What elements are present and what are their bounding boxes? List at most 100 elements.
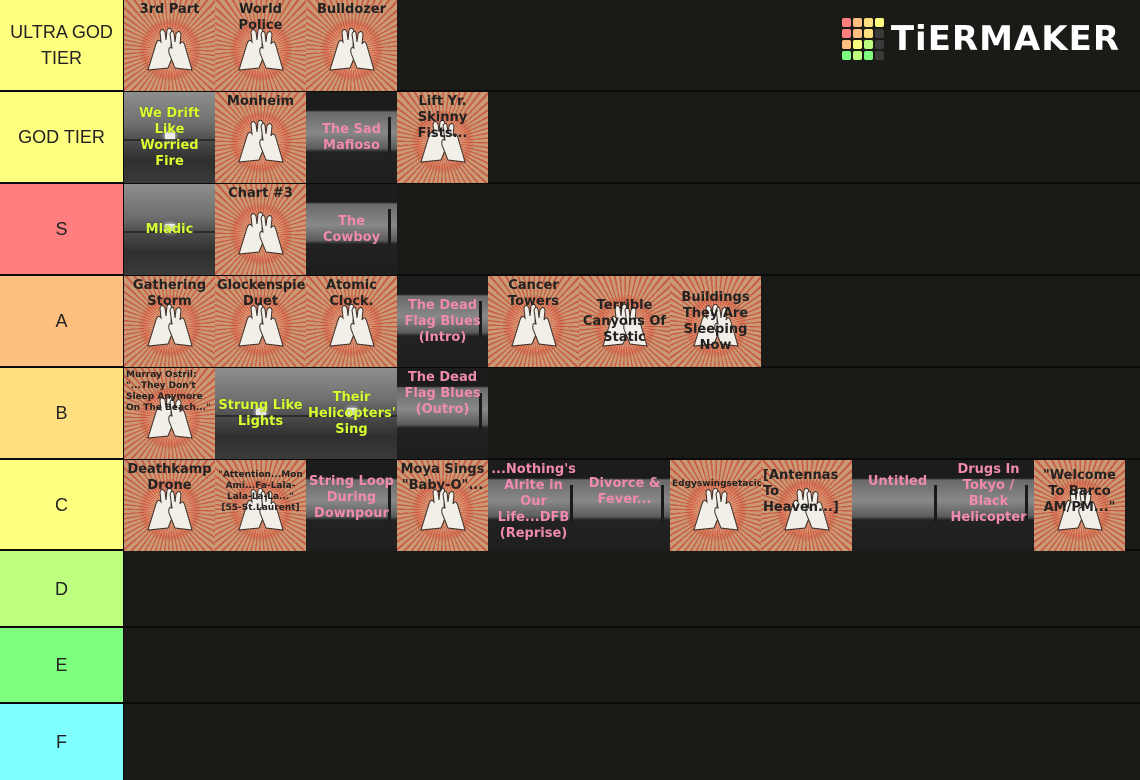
album-tile[interactable]: "Attention...Mon Ami...Fa-Lala-Lala-La-L… [215, 460, 306, 551]
tile-caption: Edgyswingsetacid [672, 479, 761, 489]
hands-icon [783, 487, 830, 531]
hands-icon [146, 395, 193, 439]
album-tile[interactable]: Drugs In Tokyo / Black Helicopter [943, 460, 1034, 551]
logo-grid-square [863, 40, 873, 49]
album-tile[interactable]: Divorce & Fever... [579, 460, 670, 551]
album-tile[interactable]: Terrible Canyons Of Static [579, 276, 670, 367]
tier-label[interactable]: D [0, 551, 124, 626]
tier-row: C Deathkamp Drone "Attention...Mon Ami..… [0, 460, 1140, 551]
hands-icon [237, 119, 284, 163]
tile-caption: ...Nothing's Alrite in Our Life...DFB (R… [491, 462, 576, 541]
album-tile[interactable]: 3rd Part [124, 0, 215, 91]
post-icon [388, 117, 391, 154]
tile-caption: String Loop During Downpour [309, 474, 394, 521]
tier-items[interactable]: Murray Ostril: "...They Don't Sleep Anym… [124, 368, 488, 459]
album-tile[interactable]: String Loop During Downpour [306, 460, 397, 551]
tile-caption: The Cowboy [322, 213, 381, 245]
tile-caption: The Dead Flag Blues (Intro) [404, 297, 481, 345]
album-tile[interactable]: We Drift Like Worried Fire [124, 92, 215, 183]
tile-caption: Deathkamp Drone [127, 462, 212, 493]
hands-icon [237, 303, 284, 347]
album-tile[interactable]: Chart #3 [215, 184, 306, 275]
album-tile[interactable]: Lift Yr. Skinny Fists... [397, 92, 488, 183]
tier-label[interactable]: C [0, 460, 124, 549]
post-icon [934, 485, 937, 522]
album-tile[interactable]: Cancer Towers [488, 276, 579, 367]
album-tile[interactable]: Strung Like Lights [215, 368, 306, 459]
album-tile[interactable]: Murray Ostril: "...They Don't Sleep Anym… [124, 368, 215, 459]
post-icon [479, 393, 482, 430]
tier-items[interactable]: We Drift Like Worried Fire Monheim The S… [124, 92, 488, 183]
tiermaker-logo[interactable]: TiERMAKER [841, 18, 1120, 60]
tier-row: ULTRA GOD TIER 3rd Part World Police Bul… [0, 0, 1140, 92]
album-tile[interactable]: Deathkamp Drone [124, 460, 215, 551]
tier-label[interactable]: GOD TIER [0, 92, 124, 182]
album-tile[interactable]: Gathering Storm [124, 276, 215, 367]
album-tile[interactable]: The Dead Flag Blues (Intro) [397, 276, 488, 367]
album-tile[interactable]: Glockenspiel Duet [215, 276, 306, 367]
tile-caption: 3rd Part [139, 2, 200, 17]
hands-icon [328, 303, 375, 347]
tile-caption: Terrible Canyons Of Static [582, 297, 667, 345]
hands-icon [1056, 487, 1103, 531]
album-tile[interactable]: Atomic Clock. [306, 276, 397, 367]
tile-caption: Cancer Towers [507, 278, 560, 309]
tier-row: A Gathering Storm Glockenspiel Duet Atom… [0, 276, 1140, 368]
tile-caption: Their Helicopters' Sing [308, 389, 396, 437]
tile-caption: Mladic [145, 221, 194, 237]
tier-items[interactable]: 3rd Part World Police Bulldozer [124, 0, 397, 91]
album-tile[interactable]: The Cowboy [306, 184, 397, 275]
tier-label[interactable]: A [0, 276, 124, 366]
album-tile[interactable]: Bulldozer [306, 0, 397, 91]
album-tile[interactable]: Mladic [124, 184, 215, 275]
tile-caption: [Antennas To Heaven...] [763, 468, 839, 515]
album-tile[interactable]: Monheim [215, 92, 306, 183]
hands-icon [237, 487, 284, 531]
tier-items[interactable]: Mladic Chart #3 The Cowboy [124, 184, 397, 275]
tier-label[interactable]: E [0, 628, 124, 702]
tile-caption: Strung Like Lights [218, 397, 303, 429]
album-tile[interactable]: Edgyswingsetacid [670, 460, 761, 551]
hands-icon [419, 119, 466, 163]
logo-grid-square [874, 51, 884, 60]
tier-items[interactable]: Deathkamp Drone "Attention...Mon Ami...F… [124, 460, 1125, 551]
logo-grid-square [874, 29, 884, 38]
tier-row: B Murray Ostril: "...They Don't Sleep An… [0, 368, 1140, 460]
hands-icon [692, 487, 739, 531]
tier-label[interactable]: S [0, 184, 124, 274]
hands-icon [237, 211, 284, 255]
album-tile[interactable]: World Police [215, 0, 306, 91]
album-tile[interactable]: Untitled [852, 460, 943, 551]
hands-icon [692, 303, 739, 347]
tile-caption: The Sad Mafioso [322, 121, 381, 153]
logo-grid-square [874, 18, 884, 27]
hands-icon [146, 487, 193, 531]
hands-icon [510, 303, 557, 347]
album-tile[interactable]: Buildings They Are Sleeping Now [670, 276, 761, 367]
tile-caption: Gathering Storm [132, 278, 207, 309]
tier-row: F [0, 704, 1140, 780]
tile-caption: Buildings They Are Sleeping Now [681, 289, 750, 353]
tier-row: E [0, 628, 1140, 704]
tile-caption: World Police [238, 2, 283, 33]
tier-label[interactable]: B [0, 368, 124, 458]
hands-icon [419, 487, 466, 531]
album-tile[interactable]: The Sad Mafioso [306, 92, 397, 183]
album-tile[interactable]: "Welcome To Barco AM/PM..." [1034, 460, 1125, 551]
album-tile[interactable]: The Dead Flag Blues (Outro) [397, 368, 488, 459]
album-tile[interactable]: ...Nothing's Alrite in Our Life...DFB (R… [488, 460, 579, 551]
album-tile[interactable]: Their Helicopters' Sing [306, 368, 397, 459]
tier-label[interactable]: ULTRA GOD TIER [0, 0, 124, 90]
house-light-icon [255, 408, 266, 417]
album-tile[interactable]: [Antennas To Heaven...] [761, 460, 852, 551]
logo-grid-square [863, 51, 873, 60]
tier-label[interactable]: F [0, 704, 124, 780]
tier-items[interactable]: Gathering Storm Glockenspiel Duet Atomic… [124, 276, 761, 367]
logo-grid-square [841, 40, 851, 49]
logo-grid-icon [841, 18, 884, 60]
tile-caption: We Drift Like Worried Fire [139, 105, 200, 169]
album-tile[interactable]: Moya Sings "Baby-O"... [397, 460, 488, 551]
post-icon [388, 485, 391, 522]
logo-grid-square [863, 18, 873, 27]
